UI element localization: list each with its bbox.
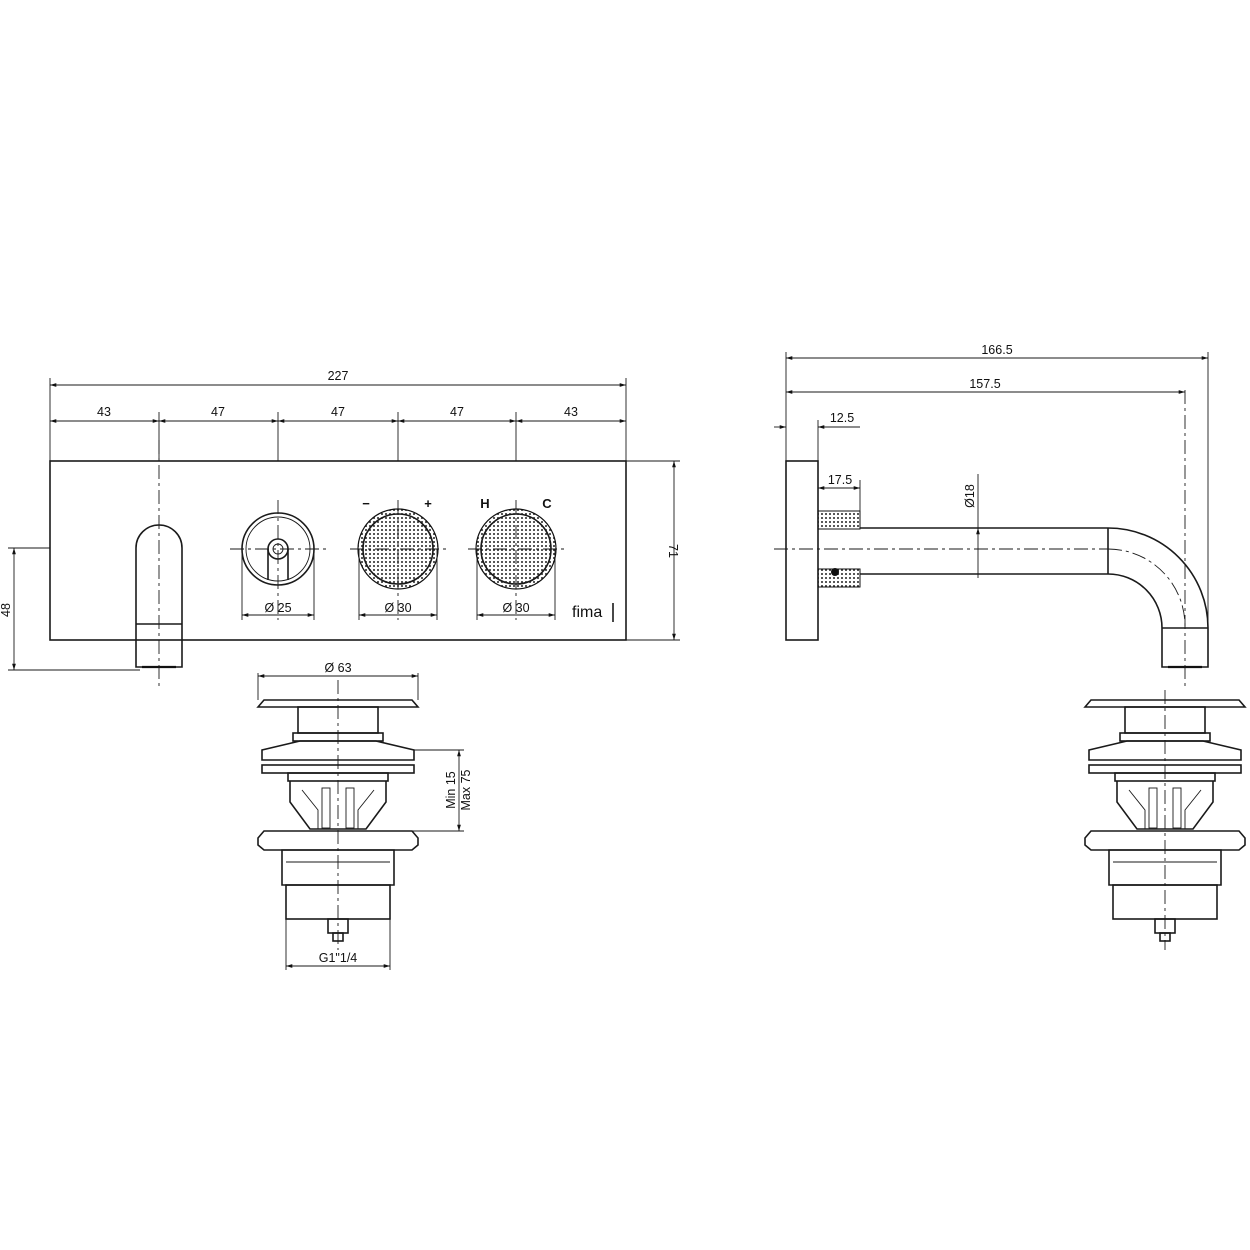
height-label: 71 [666,544,680,558]
spout-front [135,524,183,668]
mixer-plate [49,460,627,641]
spacing-label: 43 [564,405,578,419]
front-view: 227 43 47 47 47 43 71 48 [0,369,680,688]
nut-length-label: 17.5 [828,473,852,487]
knob3-diameter: Ø 30 [502,601,529,615]
flow-knob [350,500,446,620]
hot-label: H [480,496,489,511]
range-min-label: Min 15 [444,771,458,809]
spacing-label: 47 [331,405,345,419]
spout-length-label: 157.5 [969,377,1000,391]
side-view: 166.5 157.5 12.5 17.5 Ø18 [774,343,1209,690]
spout-height-label: 48 [0,603,13,617]
overall-width-label: 227 [328,369,349,383]
plus-label: + [424,496,432,511]
brand-logo: fima [572,604,602,621]
cold-label: C [542,496,552,511]
total-length-label: 166.5 [981,343,1012,357]
spacing-label: 47 [450,405,464,419]
cap-diameter-label: Ø 63 [324,661,351,675]
temperature-knob [468,500,564,620]
drain-side [1083,690,1247,950]
collar-nut [817,510,861,530]
spacing-label: 47 [211,405,225,419]
spacing-label: 43 [97,405,111,419]
drain-front: Ø 63 Min 15 Max 75 G1"1/4 [256,661,473,970]
minus-label: − [362,496,370,511]
wall-plate-side [785,460,819,641]
knob2-diameter: Ø 30 [384,601,411,615]
knob1-diameter: Ø 25 [264,601,291,615]
thread-label: G1"1/4 [319,951,358,965]
plate-thickness-label: 12.5 [830,411,854,425]
range-max-label: Max 75 [459,769,473,810]
pipe-diameter-label: Ø18 [963,484,977,508]
